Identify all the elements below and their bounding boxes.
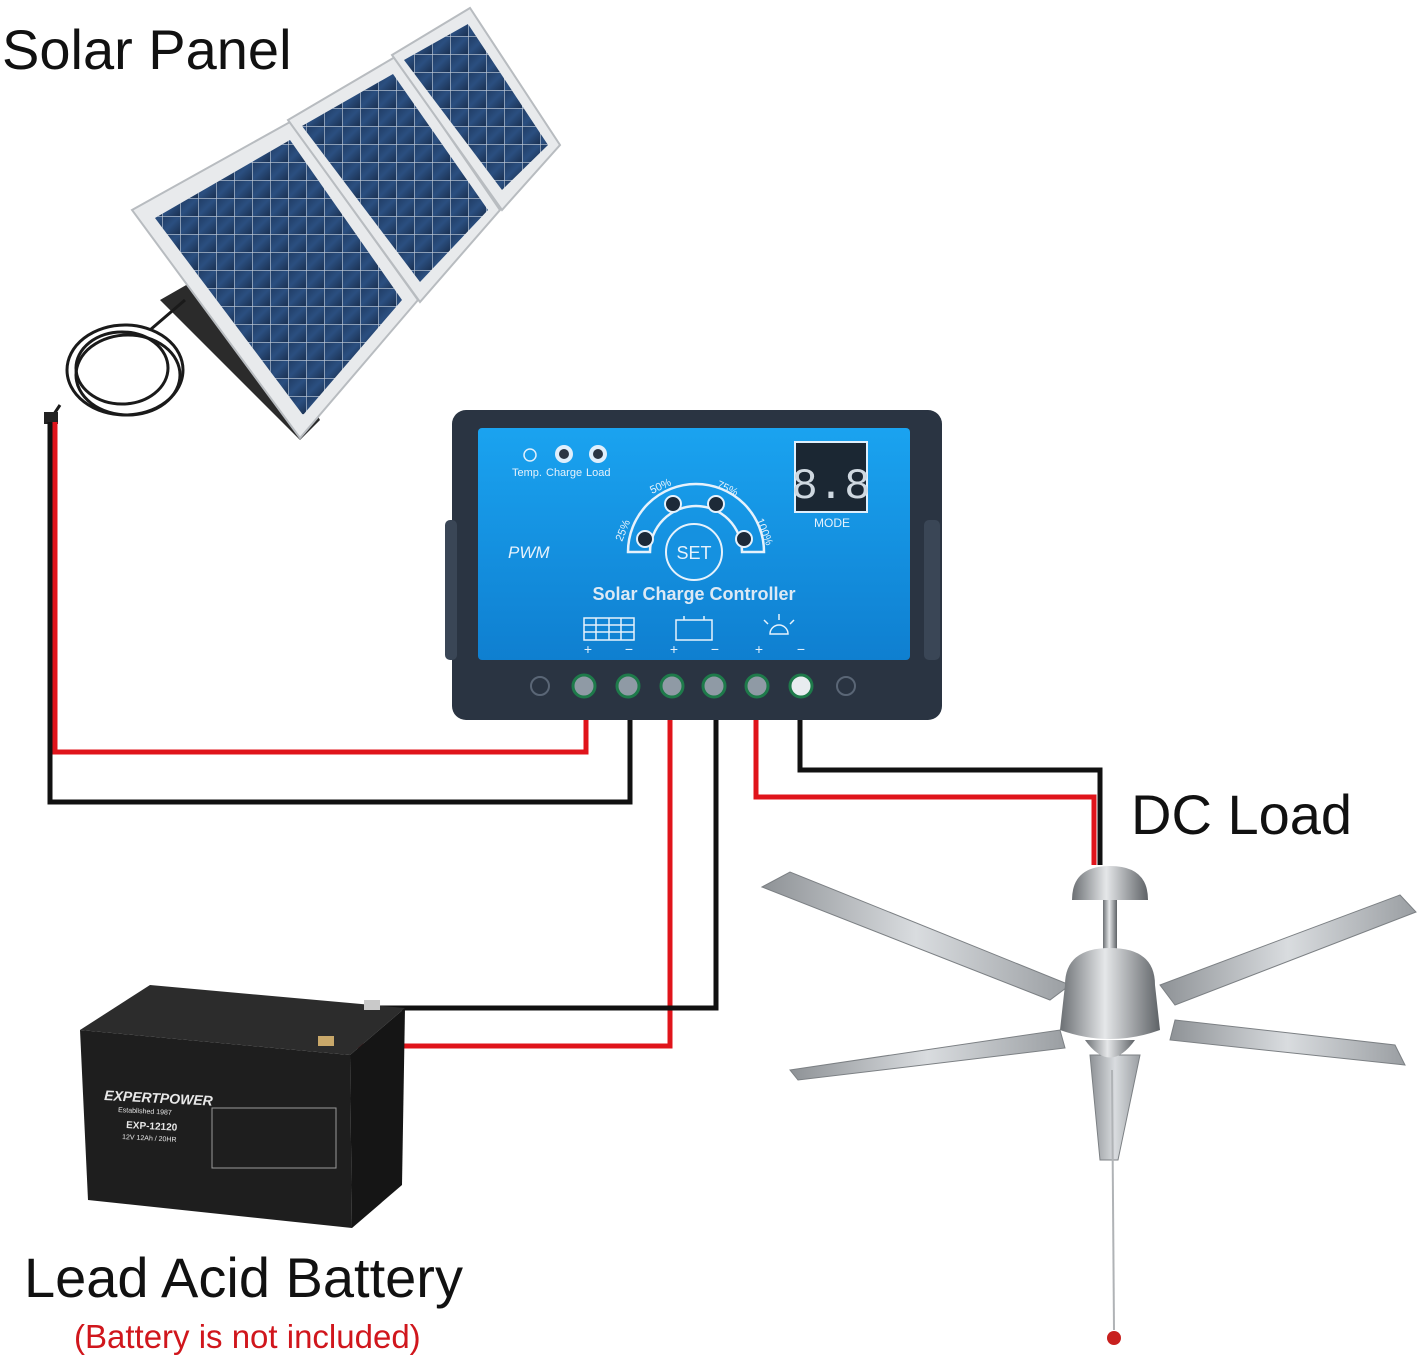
terminal-battery-positive [659, 673, 685, 699]
fan-downrod [1103, 900, 1117, 950]
fan-blade-3 [1169, 1019, 1406, 1066]
fan-motor [1060, 948, 1160, 1039]
fan-canopy [1072, 866, 1148, 900]
display-readout: 8.8 [791, 462, 870, 512]
wire-load-positive [753, 690, 1097, 865]
set-button[interactable] [665, 523, 723, 581]
terminal-sign-4: − [711, 641, 719, 657]
panel-cable-coil [48, 298, 186, 421]
fan-blade-4 [789, 1029, 1066, 1081]
battery-level-arc [626, 482, 766, 581]
wire-load-negative [797, 690, 1103, 865]
battery-rating: 12V 12Ah / 20HR [122, 1134, 177, 1144]
fan-blade-1 [760, 871, 1072, 1001]
fan-blade-5 [1089, 1054, 1141, 1161]
mode-label: MODE [814, 516, 850, 530]
panel-section-3 [390, 6, 562, 212]
battery-brand: EXPERTPOWER [104, 1087, 214, 1109]
terminal-load-positive [744, 673, 770, 699]
wires [47, 422, 1103, 1049]
battery-side [350, 1008, 405, 1228]
pwm-label: PWM [508, 543, 550, 562]
terminal-battery-negative [701, 673, 727, 699]
battery-label: Lead Acid Battery [24, 1246, 463, 1309]
terminal-symbols [583, 614, 795, 641]
charge-controller: Temp. Charge Load 25% 50% 75% 100% SET 8… [445, 410, 942, 720]
wire-battery-positive [340, 690, 673, 1049]
indicator-label-temp: Temp. [512, 467, 542, 479]
set-button-label: SET [676, 543, 711, 563]
fan-blade-2 [1159, 894, 1417, 1006]
battery-terminal-negative [364, 1000, 380, 1010]
battery-symbol-icon [675, 619, 713, 641]
digital-display [794, 441, 868, 513]
controller-title: Solar Charge Controller [592, 584, 795, 604]
battery-front [80, 1030, 352, 1228]
battery-model: EXP-12120 [126, 1120, 178, 1134]
terminal-sign-3: + [670, 641, 678, 657]
terminal-solar-positive [571, 673, 597, 699]
solar-panel-label: Solar Panel [2, 18, 292, 81]
lead-acid-battery: EXPERTPOWER Established 1987 EXP-12120 1… [80, 985, 405, 1228]
battery-note: (Battery is not included) [74, 1318, 421, 1355]
indicator-leds [523, 445, 607, 463]
panel-connector [44, 412, 58, 424]
terminal-sign-5: + [755, 641, 763, 657]
terminal-sign-2: − [625, 641, 633, 657]
wire-solar-negative [47, 422, 633, 805]
fan-pull-chain [1111, 1069, 1115, 1331]
lamp-symbol-icon [763, 614, 795, 635]
indicator-label-charge: Charge [546, 467, 582, 479]
wire-solar-positive [52, 422, 589, 755]
solar-panel [44, 6, 562, 440]
panel-section-2 [286, 55, 502, 304]
terminal-load-negative [788, 673, 814, 699]
terminal-solar-negative [615, 673, 641, 699]
terminal-block [530, 673, 856, 699]
ceiling-fan [760, 866, 1417, 1345]
terminal-sign-6: − [797, 641, 805, 657]
battery-terminal-positive [318, 1036, 334, 1046]
wire-battery-negative [375, 690, 719, 1011]
terminal-sign-1: + [584, 641, 592, 657]
dc-load-label: DC Load [1131, 783, 1353, 846]
battery-established: Established 1987 [118, 1107, 172, 1117]
pull-chain-fob [1107, 1331, 1121, 1345]
indicator-label-load: Load [586, 467, 610, 479]
